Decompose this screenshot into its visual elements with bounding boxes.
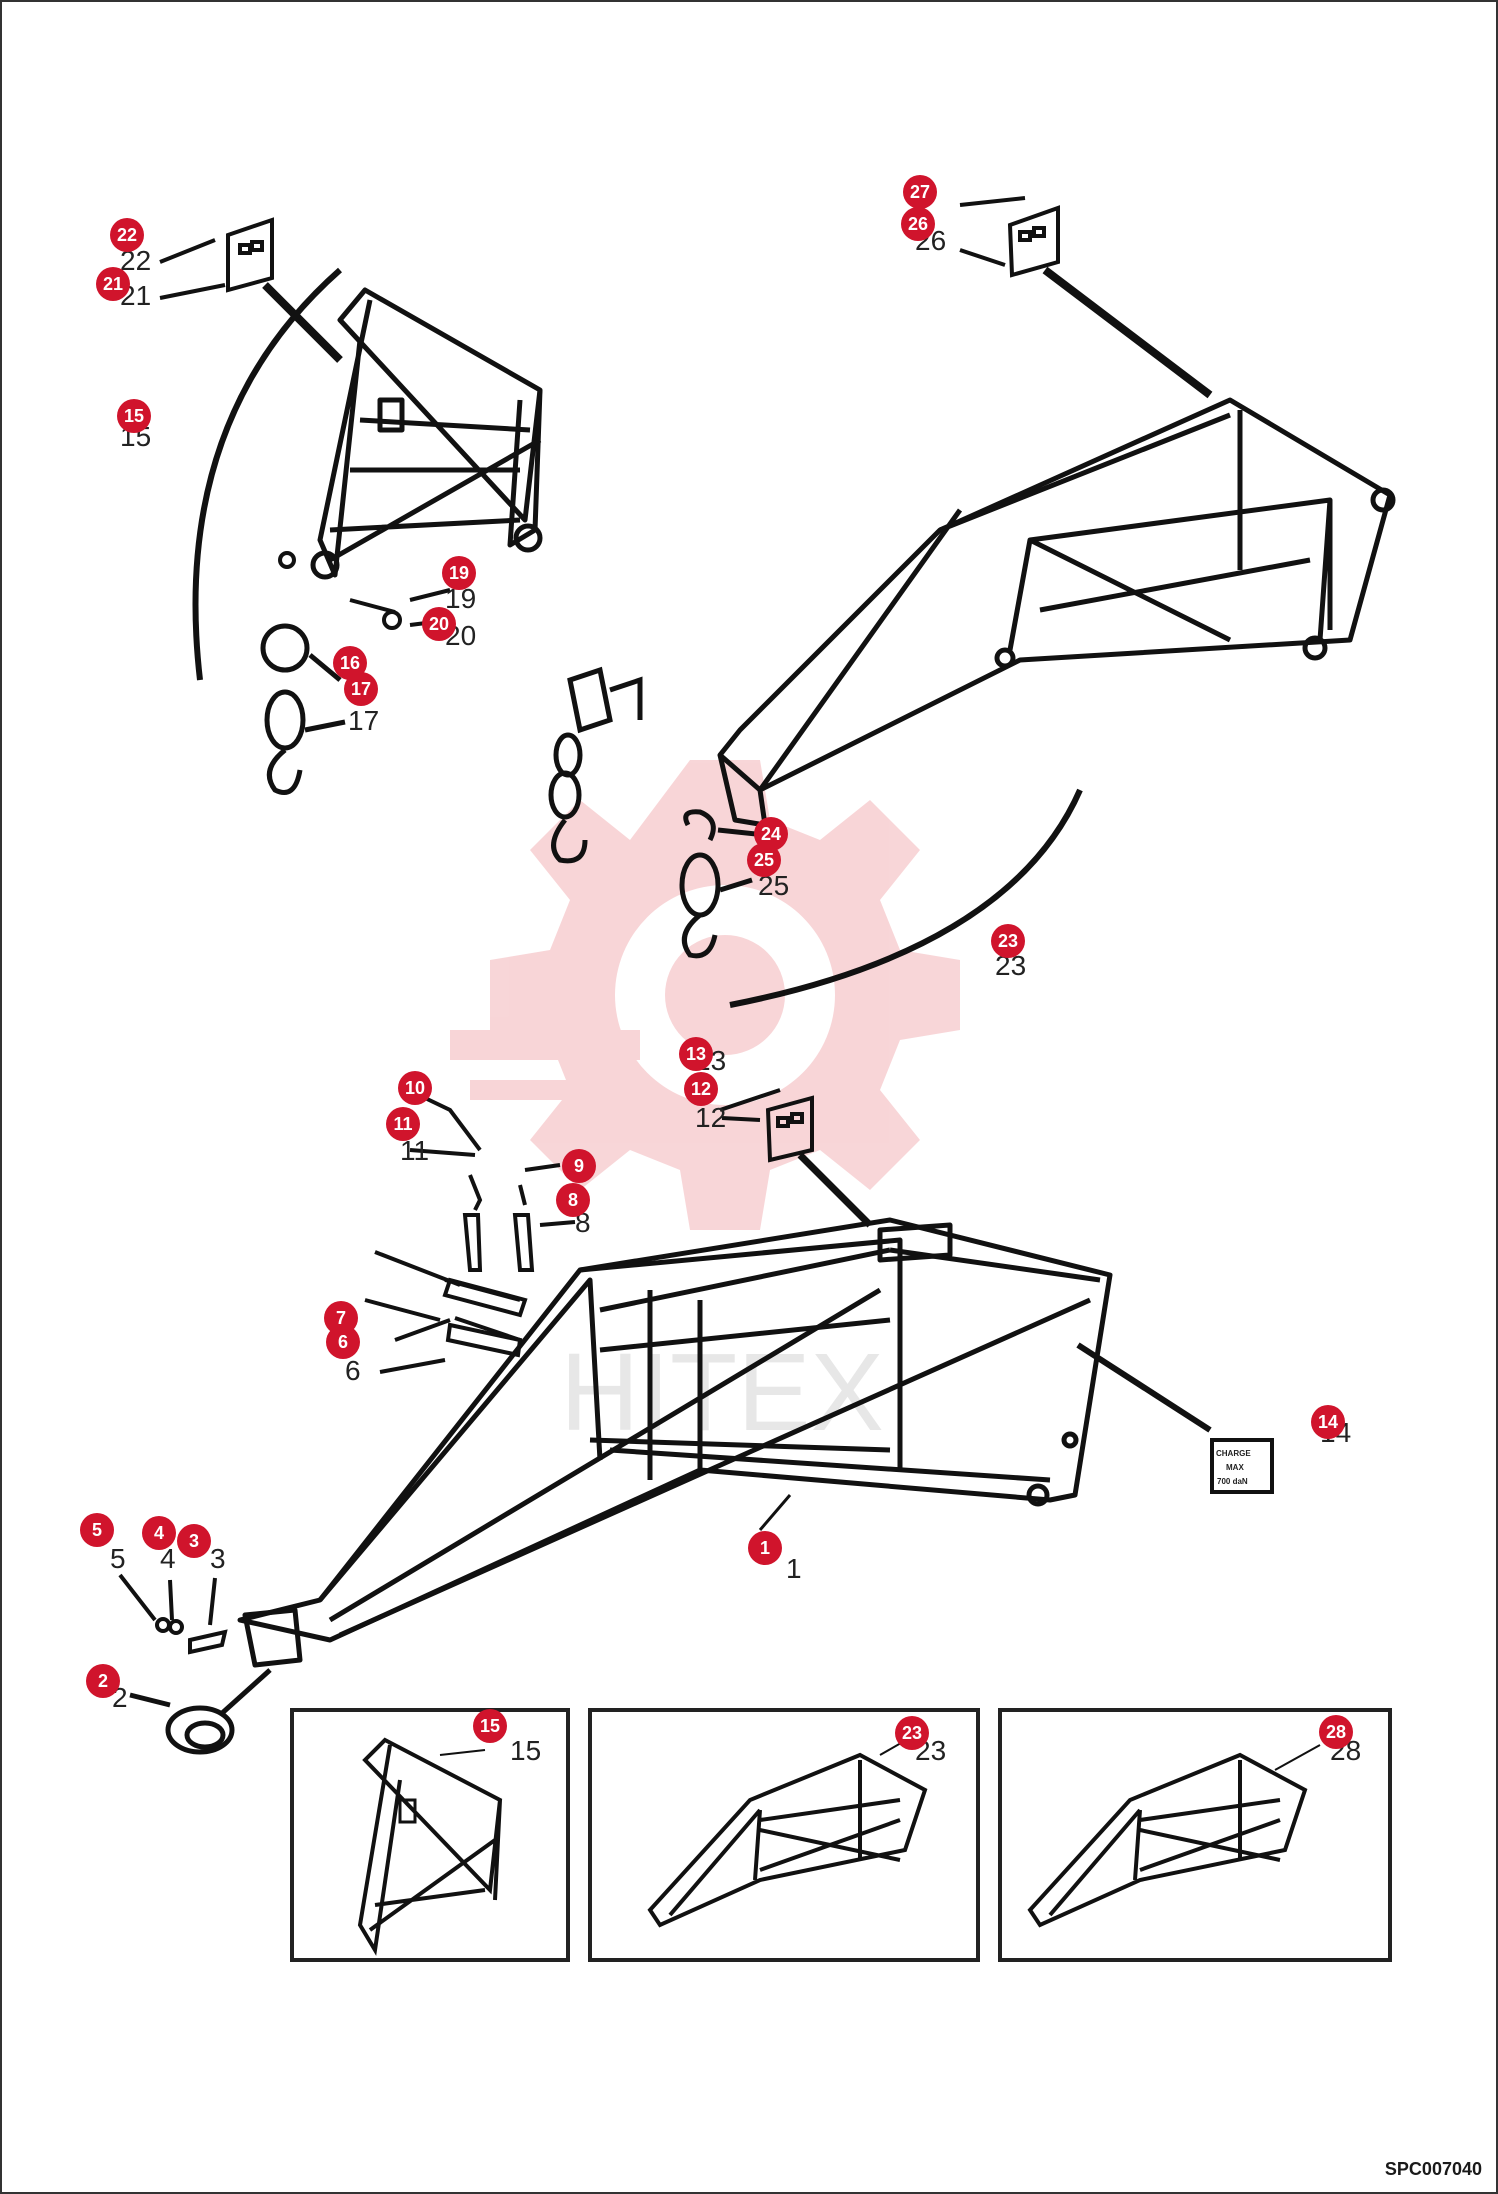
plain-label-17: 17 <box>348 705 379 736</box>
svg-text:2: 2 <box>98 1671 108 1691</box>
plain-label-12: 12 <box>695 1102 726 1133</box>
callout-3[interactable]: 3 <box>177 1524 211 1558</box>
pins-6-11 <box>364 1096 576 1374</box>
svg-text:21: 21 <box>103 274 123 294</box>
svg-text:19: 19 <box>449 563 469 583</box>
callout-27[interactable]: 27 <box>903 175 937 209</box>
label-line-1: CHARGE <box>1216 1449 1251 1458</box>
drawing-code: SPC007040 <box>1384 2159 1482 2179</box>
svg-text:6: 6 <box>338 1332 348 1352</box>
leader-1 <box>758 1494 792 1531</box>
svg-text:17: 17 <box>351 679 371 699</box>
variant-box-15 <box>290 1708 570 1962</box>
callout-9[interactable]: 9 <box>562 1149 596 1183</box>
callout-13[interactable]: 13 <box>679 1037 713 1071</box>
callout-7[interactable]: 7 <box>324 1301 358 1335</box>
callout-11[interactable]: 11 <box>386 1107 420 1141</box>
plain-label-1: 1 <box>786 1553 802 1584</box>
callout-14[interactable]: 14 <box>1311 1405 1345 1439</box>
svg-text:4: 4 <box>154 1523 164 1543</box>
callout-15[interactable]: 15 <box>117 399 151 433</box>
svg-text:27: 27 <box>910 182 930 202</box>
nameplate-21 <box>159 217 343 363</box>
callout-1[interactable]: 1 <box>748 1531 782 1565</box>
svg-text:13: 13 <box>686 1044 706 1064</box>
watermark-gear-logo <box>450 760 960 1230</box>
nameplate-12 <box>719 1088 873 1228</box>
jib-frame-23 <box>717 397 1396 828</box>
callout-17[interactable]: 17 <box>344 672 378 706</box>
svg-text:9: 9 <box>574 1156 584 1176</box>
svg-text:10: 10 <box>405 1078 425 1098</box>
swing-arc-15 <box>192 267 342 681</box>
callout-20[interactable]: 20 <box>422 607 456 641</box>
svg-text:12: 12 <box>691 1079 711 1099</box>
hook-16-17 <box>260 623 346 795</box>
callout-2[interactable]: 2 <box>86 1664 120 1698</box>
plain-label-6: 6 <box>345 1355 361 1386</box>
callout-21[interactable]: 21 <box>96 267 130 301</box>
callout-23[interactable]: 23 <box>991 924 1025 958</box>
label-line-2: MAX <box>1226 1463 1244 1472</box>
svg-text:20: 20 <box>429 614 449 634</box>
svg-text:15: 15 <box>480 1716 500 1736</box>
svg-text:22: 22 <box>117 225 137 245</box>
watermark-text: HITEX <box>560 1331 884 1454</box>
capacity-label-14: CHARGE MAX 700 daN <box>1076 1342 1274 1494</box>
callout-26[interactable]: 26 <box>901 207 935 241</box>
callout-12[interactable]: 12 <box>684 1072 718 1106</box>
svg-text:23: 23 <box>998 931 1018 951</box>
callout-19[interactable]: 19 <box>442 556 476 590</box>
variant-box-28 <box>998 1708 1392 1962</box>
main-boom-1 <box>237 1217 1113 1668</box>
jib-frame-15 <box>310 287 543 580</box>
svg-text:25: 25 <box>754 850 774 870</box>
nameplate-26 <box>959 196 1213 399</box>
svg-text:3: 3 <box>189 1531 199 1551</box>
pulley-wheel-2 <box>129 1668 272 1755</box>
label-line-3: 700 daN <box>1217 1477 1248 1486</box>
pins-19-20 <box>278 551 451 630</box>
chain-hook <box>548 666 643 864</box>
callout-15-box[interactable]: 15 <box>473 1709 507 1743</box>
callout-8[interactable]: 8 <box>556 1183 590 1217</box>
svg-text:15: 15 <box>124 406 144 426</box>
callout-28[interactable]: 28 <box>1319 1715 1353 1749</box>
plain-label-3: 3 <box>210 1543 226 1574</box>
bolt-parts-3-5 <box>118 1573 228 1655</box>
svg-text:24: 24 <box>761 824 781 844</box>
callout-23-box[interactable]: 23 <box>895 1716 929 1750</box>
svg-text:26: 26 <box>908 214 928 234</box>
callout-5[interactable]: 5 <box>80 1513 114 1547</box>
callout-4[interactable]: 4 <box>142 1516 176 1550</box>
plain-label-15-box: 15 <box>510 1735 541 1766</box>
callout-10[interactable]: 10 <box>398 1071 432 1105</box>
callout-16[interactable]: 16 <box>333 646 367 680</box>
svg-text:1: 1 <box>760 1538 770 1558</box>
callout-24[interactable]: 24 <box>754 817 788 851</box>
plain-label-5: 5 <box>110 1543 126 1574</box>
svg-text:23: 23 <box>902 1723 922 1743</box>
svg-text:16: 16 <box>340 653 360 673</box>
callout-25[interactable]: 25 <box>747 843 781 877</box>
callout-22[interactable]: 22 <box>110 218 144 252</box>
svg-text:5: 5 <box>92 1520 102 1540</box>
svg-text:8: 8 <box>568 1190 578 1210</box>
svg-text:7: 7 <box>336 1308 346 1328</box>
swing-arc-23 <box>729 788 1083 1008</box>
svg-text:11: 11 <box>393 1114 412 1134</box>
svg-text:28: 28 <box>1326 1722 1346 1742</box>
plain-label-4: 4 <box>160 1543 176 1574</box>
svg-text:14: 14 <box>1318 1412 1338 1432</box>
callout-markers[interactable]: 1 2 3 4 5 6 7 8 9 10 11 12 13 14 15 16 1… <box>80 175 1353 1750</box>
